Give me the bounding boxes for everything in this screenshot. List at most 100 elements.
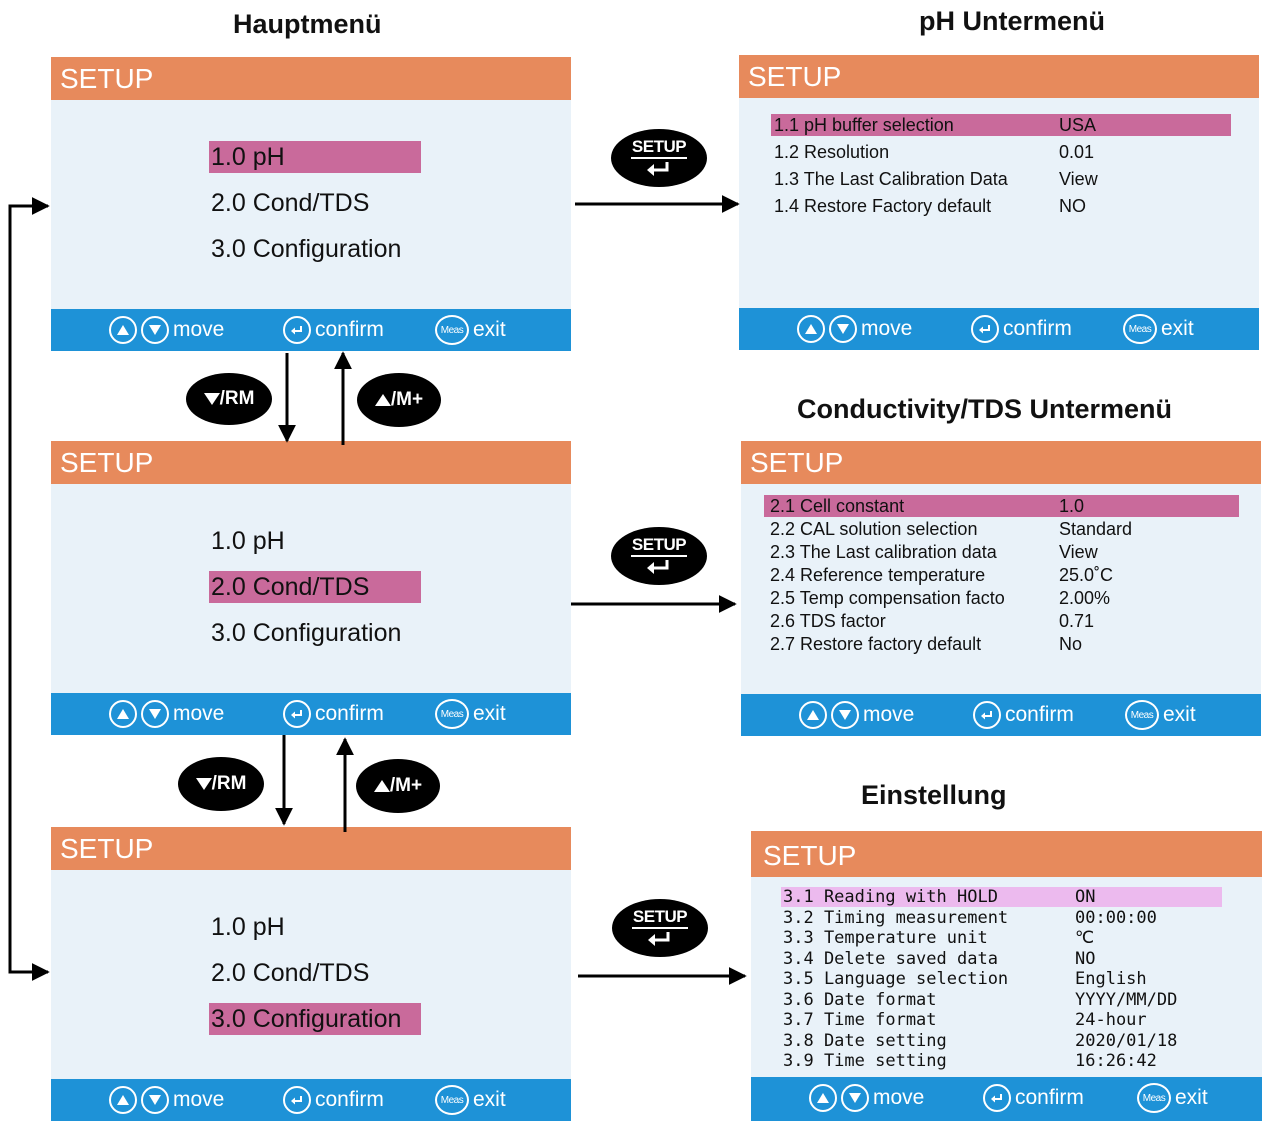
exit-label: exit	[1175, 1086, 1208, 1109]
enter-icon[interactable]	[971, 315, 999, 343]
menu-item-ph[interactable]: 1.0 pH	[209, 141, 421, 173]
row-value: 00:00:00	[1075, 908, 1157, 928]
screen-title: SETUP	[739, 55, 1259, 98]
arrow-up-icon[interactable]	[809, 1084, 837, 1112]
ph-row-buffer[interactable]: 1.1 pH buffer selection USA	[771, 114, 1231, 136]
enter-icon[interactable]	[973, 701, 1001, 729]
ph-submenu-screen: SETUP 1.1 pH buffer selection USA 1.2 Res…	[739, 55, 1259, 350]
row-value: No	[1059, 634, 1083, 654]
confirm-hint: confirm	[971, 308, 1072, 350]
meas-icon[interactable]: Meas	[435, 315, 469, 345]
row-label: 2.5 Temp compensation facto	[770, 588, 1005, 608]
confirm-hint: confirm	[283, 1079, 384, 1121]
row-label: 3.5 Language selection	[783, 969, 1009, 989]
row-value: 0.71	[1059, 611, 1095, 631]
arrow-loop-back	[8, 197, 50, 981]
row-value: 25.0˚C	[1059, 565, 1114, 585]
arrow-down-icon[interactable]	[141, 1086, 169, 1114]
row-value: NO	[1075, 949, 1096, 969]
meas-icon[interactable]: Meas	[435, 699, 469, 729]
move-hint: move	[109, 693, 224, 735]
row-value: View	[1059, 169, 1098, 189]
ph-row-last-calibration[interactable]: 1.3 The Last Calibration Data View	[771, 168, 1231, 190]
main-screen-3: SETUP 1.0 pH 2.0 Cond/TDS 3.0 Configurat…	[51, 827, 571, 1121]
row-value: ON	[1075, 887, 1096, 907]
move-label: move	[173, 702, 225, 725]
exit-label: exit	[1163, 703, 1196, 726]
menu-item-configuration[interactable]: 3.0 Configuration	[209, 1003, 421, 1035]
triangle-down-icon	[203, 393, 220, 405]
enter-icon[interactable]	[283, 700, 311, 728]
row-label: 1.4 Restore Factory default	[774, 196, 992, 216]
row-value: 1.0	[1059, 496, 1085, 516]
arrow-up-icon[interactable]	[797, 315, 825, 343]
row-label: 1.3 The Last Calibration Data	[774, 169, 1008, 189]
row-value: 2020/01/18	[1075, 1031, 1178, 1051]
menu-item-cond-tds[interactable]: 2.0 Cond/TDS	[211, 189, 370, 217]
up-mplus-key: /M+	[356, 759, 440, 813]
enter-icon[interactable]	[283, 316, 311, 344]
arrow-down-icon[interactable]	[831, 701, 859, 729]
arrow-up-icon[interactable]	[799, 701, 827, 729]
move-label: move	[863, 703, 915, 726]
config-row-temp-unit[interactable]: 3.3 Temperature unit℃	[781, 928, 1222, 948]
arrow-down-icon[interactable]	[141, 700, 169, 728]
arrow-down-icon[interactable]	[841, 1084, 869, 1112]
row-label: 3.7 Time format	[783, 1010, 937, 1030]
meas-icon[interactable]: Meas	[435, 1085, 469, 1115]
row-value: 0.01	[1059, 142, 1095, 162]
menu-item-cond-tds[interactable]: 2.0 Cond/TDS	[209, 571, 421, 603]
menu-item-ph[interactable]: 1.0 pH	[211, 913, 285, 941]
config-row-delete-data[interactable]: 3.4 Delete saved data NO	[781, 949, 1222, 969]
row-label: 3.3 Temperature unit	[783, 928, 988, 948]
row-label: 3.4 Delete saved data	[783, 949, 998, 969]
exit-label: exit	[473, 1088, 506, 1111]
move-label: move	[861, 317, 913, 340]
menu-item-cond-tds[interactable]: 2.0 Cond/TDS	[211, 959, 370, 987]
row-label: 3.6 Date format	[783, 990, 937, 1010]
enter-icon[interactable]	[283, 1086, 311, 1114]
screen-title: SETUP	[741, 441, 1261, 484]
setup-key-label: SETUP	[631, 535, 687, 554]
meas-icon[interactable]: Meas	[1137, 1083, 1171, 1113]
arrow-down-icon[interactable]	[141, 316, 169, 344]
arrow-up-icon[interactable]	[109, 1086, 137, 1114]
setup-enter-key: SETUP	[612, 899, 708, 957]
row-value: USA	[1059, 115, 1097, 135]
screen-title: SETUP	[51, 441, 571, 484]
menu-item-configuration[interactable]: 3.0 Configuration	[211, 235, 402, 263]
setup-key-label: SETUP	[631, 137, 687, 156]
menu-item-configuration[interactable]: 3.0 Configuration	[211, 619, 402, 647]
arrow-down-icon[interactable]	[829, 315, 857, 343]
arrow-up-icon[interactable]	[109, 700, 137, 728]
move-hint: move	[799, 694, 914, 736]
row-label: 1.1 pH buffer selection	[774, 115, 954, 135]
menu-item-ph[interactable]: 1.0 pH	[211, 527, 285, 555]
row-label: 2.3 The Last calibration data	[770, 542, 997, 562]
move-label: move	[173, 318, 225, 341]
enter-icon[interactable]	[983, 1084, 1011, 1112]
triangle-down-icon	[195, 778, 212, 790]
arrow-up-icon[interactable]	[109, 316, 137, 344]
meas-icon[interactable]: Meas	[1123, 314, 1157, 344]
meas-icon[interactable]: Meas	[1125, 700, 1159, 730]
